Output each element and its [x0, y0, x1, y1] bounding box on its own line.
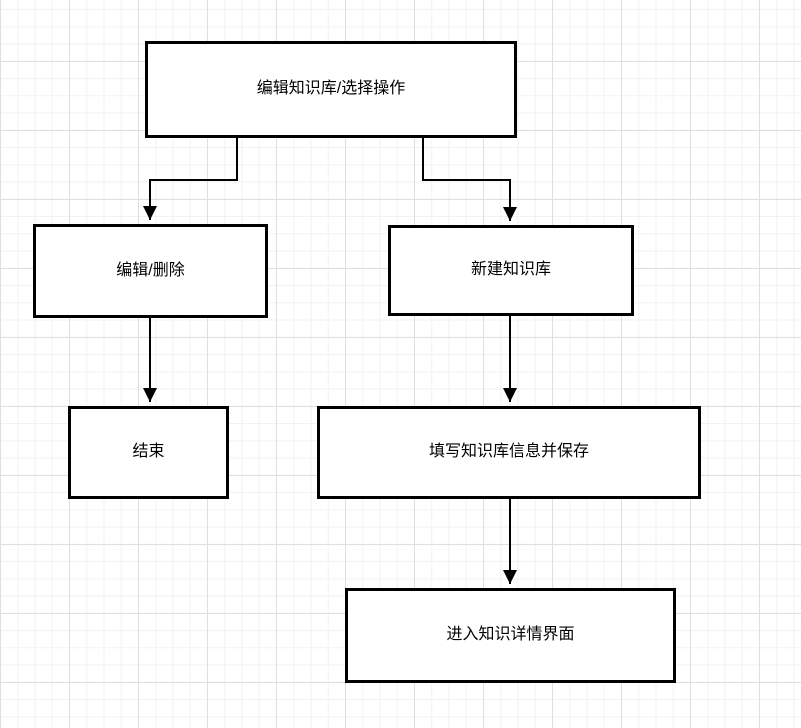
- flow-node-kb-detail[interactable]: 进入知识详情界面: [345, 588, 676, 683]
- flow-node-label: 结束: [132, 443, 165, 461]
- flow-node-label: 编辑知识库/选择操作: [256, 80, 406, 98]
- edge-select-action-to-edit-delete[interactable]: [143, 138, 238, 220]
- flow-node-edit-delete[interactable]: 编辑/删除: [33, 224, 268, 318]
- flow-node-create-kb[interactable]: 新建知识库: [388, 225, 634, 316]
- edge-select-action-to-create-kb[interactable]: [422, 138, 517, 221]
- flow-node-fill-save[interactable]: 填写知识库信息并保存: [317, 406, 701, 499]
- flow-node-end[interactable]: 结束: [68, 406, 229, 499]
- flow-node-label: 进入知识详情界面: [446, 626, 575, 644]
- flow-node-select-action[interactable]: 编辑知识库/选择操作: [145, 41, 517, 138]
- flow-node-label: 填写知识库信息并保存: [428, 443, 589, 461]
- flow-node-label: 新建知识库: [470, 261, 551, 279]
- flow-node-label: 编辑/删除: [116, 261, 185, 279]
